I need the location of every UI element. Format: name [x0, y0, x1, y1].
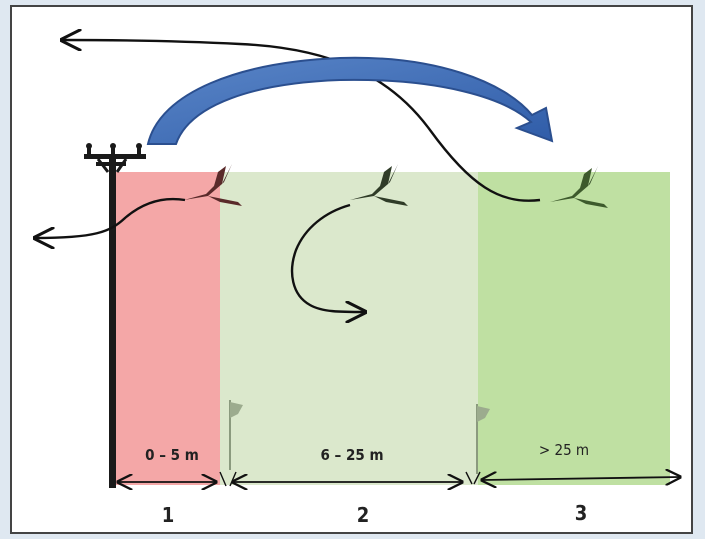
zone-1-distance-label: 0 – 5 m — [145, 446, 199, 464]
zone-2-distance-label: 6 – 25 m — [320, 446, 383, 464]
blue-curved-arrow — [146, 56, 554, 145]
zone-1-number: 1 — [162, 503, 175, 527]
zone-divider-tick — [465, 471, 481, 485]
flight-path-zone-1 — [35, 197, 186, 238]
zone-2-number: 2 — [357, 503, 370, 527]
zone-2-band — [220, 172, 478, 485]
bird-icon — [350, 164, 408, 206]
zone-3-extent-arrow — [482, 477, 680, 480]
bird-icon — [184, 164, 242, 206]
flag-icon — [476, 404, 490, 474]
bird-icon — [550, 166, 608, 208]
zone-1-band — [113, 172, 220, 485]
utility-pole-icon — [84, 143, 146, 488]
flag-icon — [229, 400, 243, 470]
zone-3-distance-label: > 25 m — [539, 441, 589, 459]
zone-3-band — [478, 172, 670, 485]
flight-path-zone-2 — [290, 203, 365, 312]
zone-divider-tick — [219, 471, 237, 487]
zone-3-number: 3 — [575, 501, 588, 525]
